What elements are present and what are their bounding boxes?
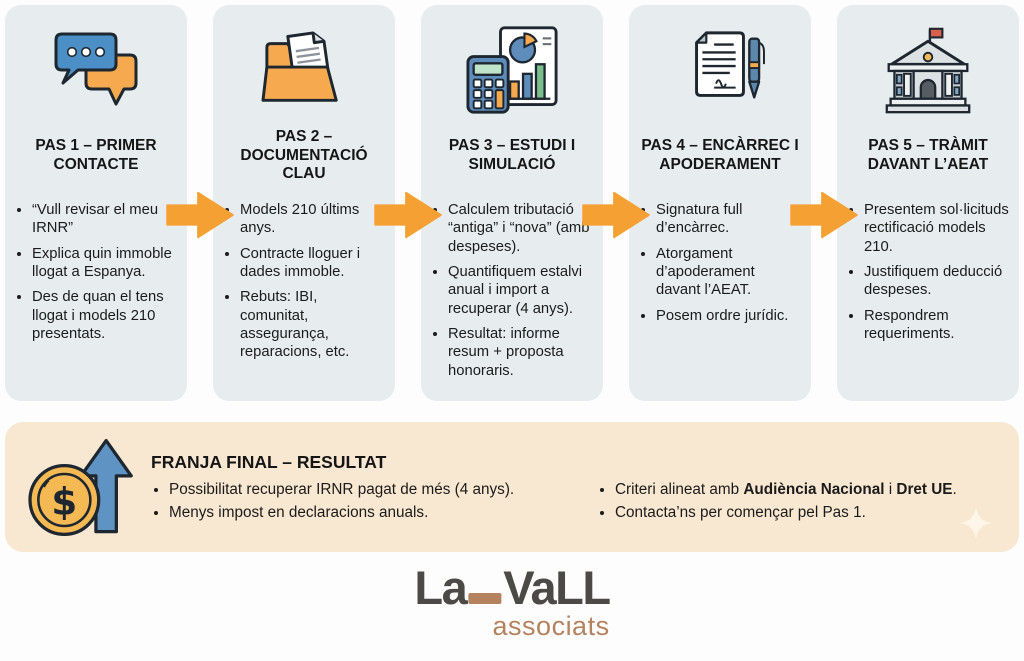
chat-bubbles-icon <box>48 19 144 121</box>
logo-underscore <box>468 593 502 604</box>
step-title: PAS 1 – PRIMER CONTACTE <box>35 137 157 173</box>
steps-row: PAS 1 – PRIMER CONTACTE “Vull revisar el… <box>5 5 1019 401</box>
logo-wordmark: La VaLL <box>414 561 611 614</box>
arrow-right-icon <box>790 191 858 239</box>
bullet-text: i <box>884 480 897 498</box>
banner-columns: Possibilitat recuperar IRNR pagat de més… <box>151 479 1019 525</box>
step-card-5: PAS 5 – TRÀMIT DAVANT L’AEAT Presentem s… <box>837 5 1019 401</box>
step-bullet: Rebuts: IBI, comunitat, assegurança, rep… <box>240 288 385 361</box>
step-bullet: Des de quan el tens llogat i models 210 … <box>32 288 177 343</box>
step-title: PAS 3 – ESTUDI I SIMULACIÓ <box>448 137 576 173</box>
banner-title: FRANJA FINAL – RESULTAT <box>151 451 387 472</box>
step-bullets: Signatura full d’encàrrec. Atorgament d’… <box>639 201 801 332</box>
company-logo: La VaLL associats <box>414 561 611 642</box>
banner-bullet: Criteri alineat amb Audiència Nacional i… <box>615 479 957 502</box>
bullet-text: . <box>952 480 957 498</box>
logo-text-left: La <box>414 561 467 614</box>
bullet-text: Criteri alineat amb <box>615 480 744 498</box>
step-card-3: PAS 3 – ESTUDI I SIMULACIÓ Calculem trib… <box>421 5 603 401</box>
step-bullets: Calculem tributació “antiga” i “nova” (a… <box>431 201 593 387</box>
step-bullet: “Vull revisar el meu IRNR” <box>32 201 177 238</box>
banner-bullets-left: Possibilitat recuperar IRNR pagat de més… <box>151 479 581 525</box>
step-bullet: Quantifiquem estalvi anual i import a re… <box>448 263 593 318</box>
step-bullet: Signatura full d’encàrrec. <box>656 201 801 238</box>
coin-growth-icon: $ <box>25 435 139 539</box>
banner-bullets-right: Criteri alineat amb Audiència Nacional i… <box>597 479 957 525</box>
step-bullets: Presentem sol·licituds rectificació mode… <box>847 201 1009 350</box>
step-bullet: Atorgament d’apoderament davant l’AEAT. <box>656 245 801 300</box>
banner-bullet: Menys impost en declaracions anuals. <box>169 502 581 525</box>
logo-text-right: VaLL <box>503 561 611 614</box>
step-bullet: Justifiquem deducció despeses. <box>864 263 1009 300</box>
banner-bullet: Possibilitat recuperar IRNR pagat de més… <box>169 479 581 502</box>
step-card-1: PAS 1 – PRIMER CONTACTE “Vull revisar el… <box>5 5 187 401</box>
step-bullet: Contracte lloguer i dades immoble. <box>240 245 385 282</box>
step-card-4: PAS 4 – ENCÀRREC I APODERAMENT Signatura… <box>629 5 811 401</box>
step-bullets: “Vull revisar el meu IRNR” Explica quin … <box>15 201 177 350</box>
step-bullet: Explica quin immoble llogat a Espanya. <box>32 245 177 282</box>
step-title: PAS 4 – ENCÀRREC I APODERAMENT <box>641 137 799 173</box>
arrow-right-icon <box>166 191 234 239</box>
logo-subtitle: associats <box>492 611 610 641</box>
svg-text:$: $ <box>51 480 77 523</box>
banner-bullet: Contacta’ns per començar pel Pas 1. <box>615 502 957 525</box>
step-title: PAS 2 – DOCUMENTACIÓ CLAU <box>240 127 368 183</box>
banner-content: FRANJA FINAL – RESULTAT Possibilitat rec… <box>151 450 1019 525</box>
arrow-right-icon <box>374 191 442 239</box>
sparkle-icon <box>960 507 992 539</box>
arrow-right-icon <box>582 191 650 239</box>
step-bullet: Resultat: informe resum + proposta honor… <box>448 325 593 380</box>
step-bullet: Presentem sol·licituds rectificació mode… <box>864 201 1009 256</box>
contract-pen-icon <box>671 19 769 121</box>
step-card-2: PAS 2 – DOCUMENTACIÓ CLAU Models 210 últ… <box>213 5 395 401</box>
bullet-text-bold: Dret UE <box>896 480 953 498</box>
folder-documents-icon <box>255 19 353 121</box>
calculator-chart-icon <box>462 19 562 121</box>
step-title: PAS 5 – TRÀMIT DAVANT L’AEAT <box>867 137 989 173</box>
step-bullet: Posem ordre jurídic. <box>656 307 801 325</box>
step-bullet: Calculem tributació “antiga” i “nova” (a… <box>448 201 593 256</box>
bank-building-icon <box>878 19 978 121</box>
step-bullets: Models 210 últims anys. Contracte llogue… <box>223 201 385 369</box>
result-banner: $ FRANJA FINAL – RESULTAT Possibilitat r… <box>5 422 1019 552</box>
step-bullet: Respondrem requeriments. <box>864 307 1009 344</box>
step-bullet: Models 210 últims anys. <box>240 201 385 238</box>
bullet-text-bold: Audiència Nacional <box>743 480 885 498</box>
